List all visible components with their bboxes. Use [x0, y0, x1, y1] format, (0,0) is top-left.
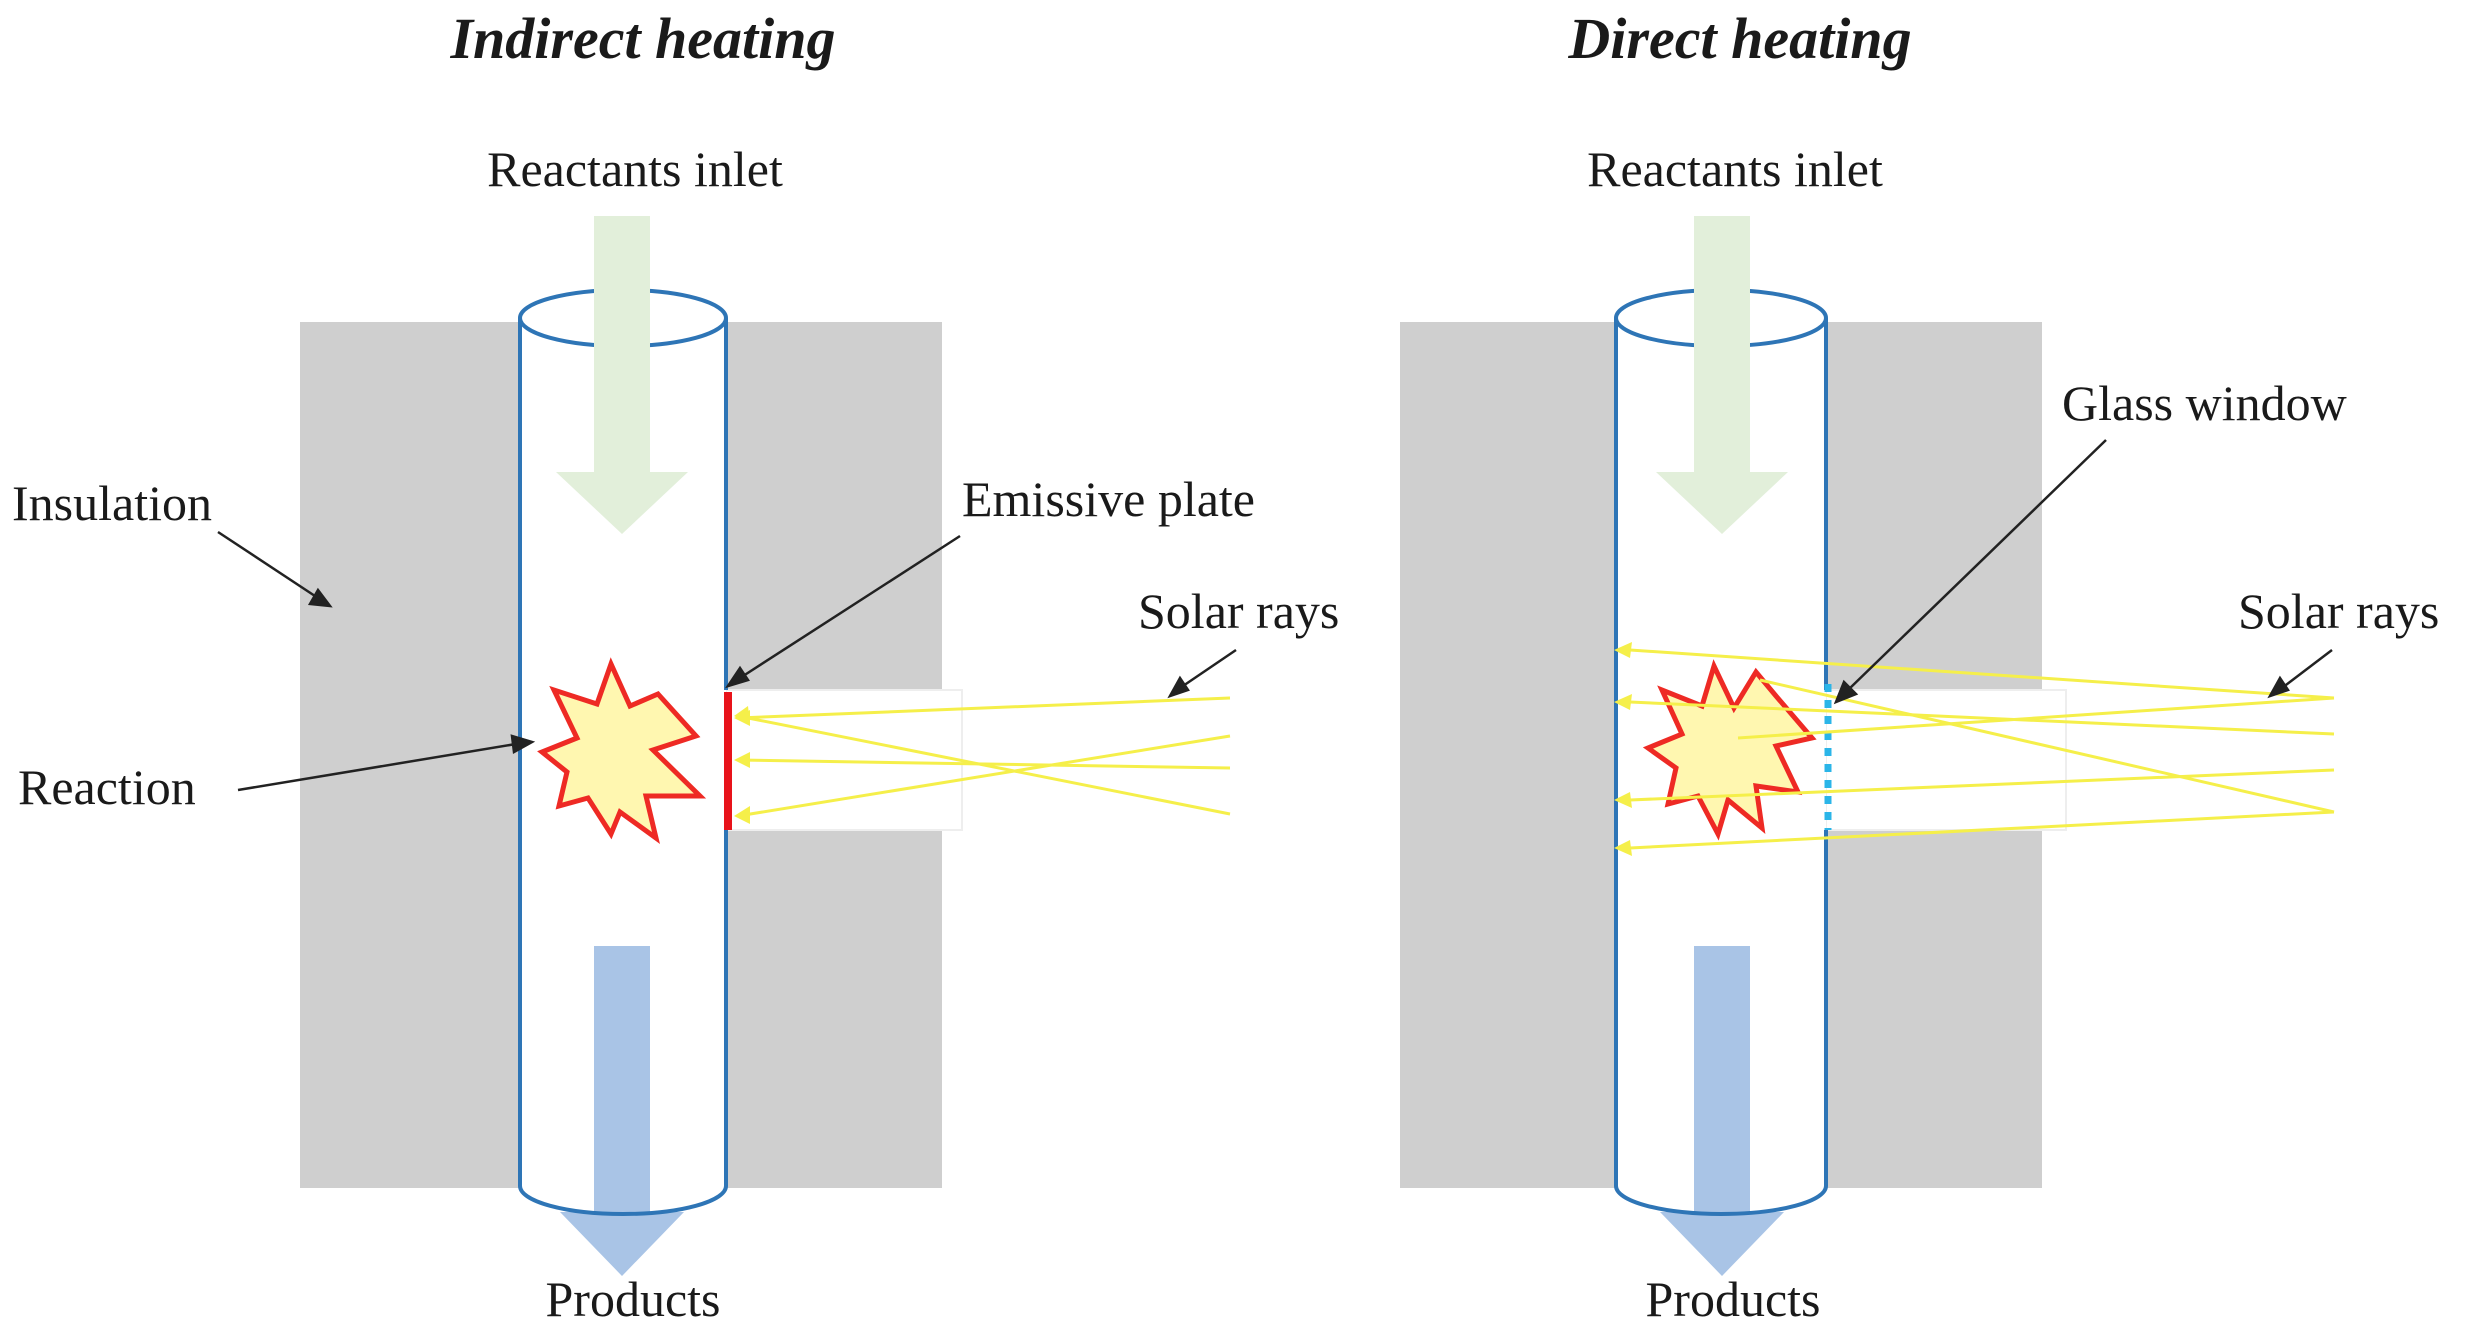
glass-window-label: Glass window [2062, 375, 2347, 431]
insulation-label: Insulation [12, 475, 212, 531]
solar-ray-arrowheads [734, 706, 750, 824]
indirect-solar-rays-label: Solar rays [1138, 583, 1339, 639]
indirect-leader-lines [217, 530, 1237, 792]
direct-solar-rays [1629, 648, 2335, 850]
direct-tube-bottom-opening [1614, 1185, 1828, 1216]
direct-solar-aperture [1825, 689, 2067, 831]
emissive-plate-label: Emissive plate [962, 471, 1255, 527]
direct-products-label: Products [1646, 1271, 1821, 1327]
direct-leader-lines [1833, 439, 2333, 705]
indirect-heating-panel: Indirect heating [12, 6, 1339, 1327]
direct-insulation-right-lower-block [1826, 830, 2042, 1188]
indirect-title: Indirect heating [449, 6, 835, 71]
reaction-label: Reaction [18, 759, 196, 815]
direct-insulation-left-block [1400, 322, 1616, 1188]
indirect-products-label: Products [546, 1271, 721, 1327]
insulation-right-lower-block [726, 830, 942, 1188]
direct-solar-rays-label: Solar rays [2238, 583, 2439, 639]
insulation-left-block [300, 322, 520, 1188]
insulation-right-upper-block [726, 322, 942, 690]
products-arrow [560, 946, 684, 1276]
reaction-burst-icon [537, 657, 707, 844]
indirect-inlet-label: Reactants inlet [487, 141, 783, 197]
direct-insulation-right-upper-block [1826, 322, 2042, 690]
reactants-inlet-arrow [556, 216, 688, 534]
direct-solar-ray-arrowheads [1614, 642, 1632, 856]
direct-heating-panel: Direct heating [1400, 6, 2439, 1327]
direct-products-arrow [1660, 946, 1784, 1276]
solar-rays [737, 696, 1231, 818]
tube-bottom-opening [518, 1185, 728, 1216]
direct-title: Direct heating [1567, 6, 1911, 71]
direct-inlet-label: Reactants inlet [1587, 141, 1883, 197]
direct-reactants-inlet-arrow [1656, 216, 1788, 534]
